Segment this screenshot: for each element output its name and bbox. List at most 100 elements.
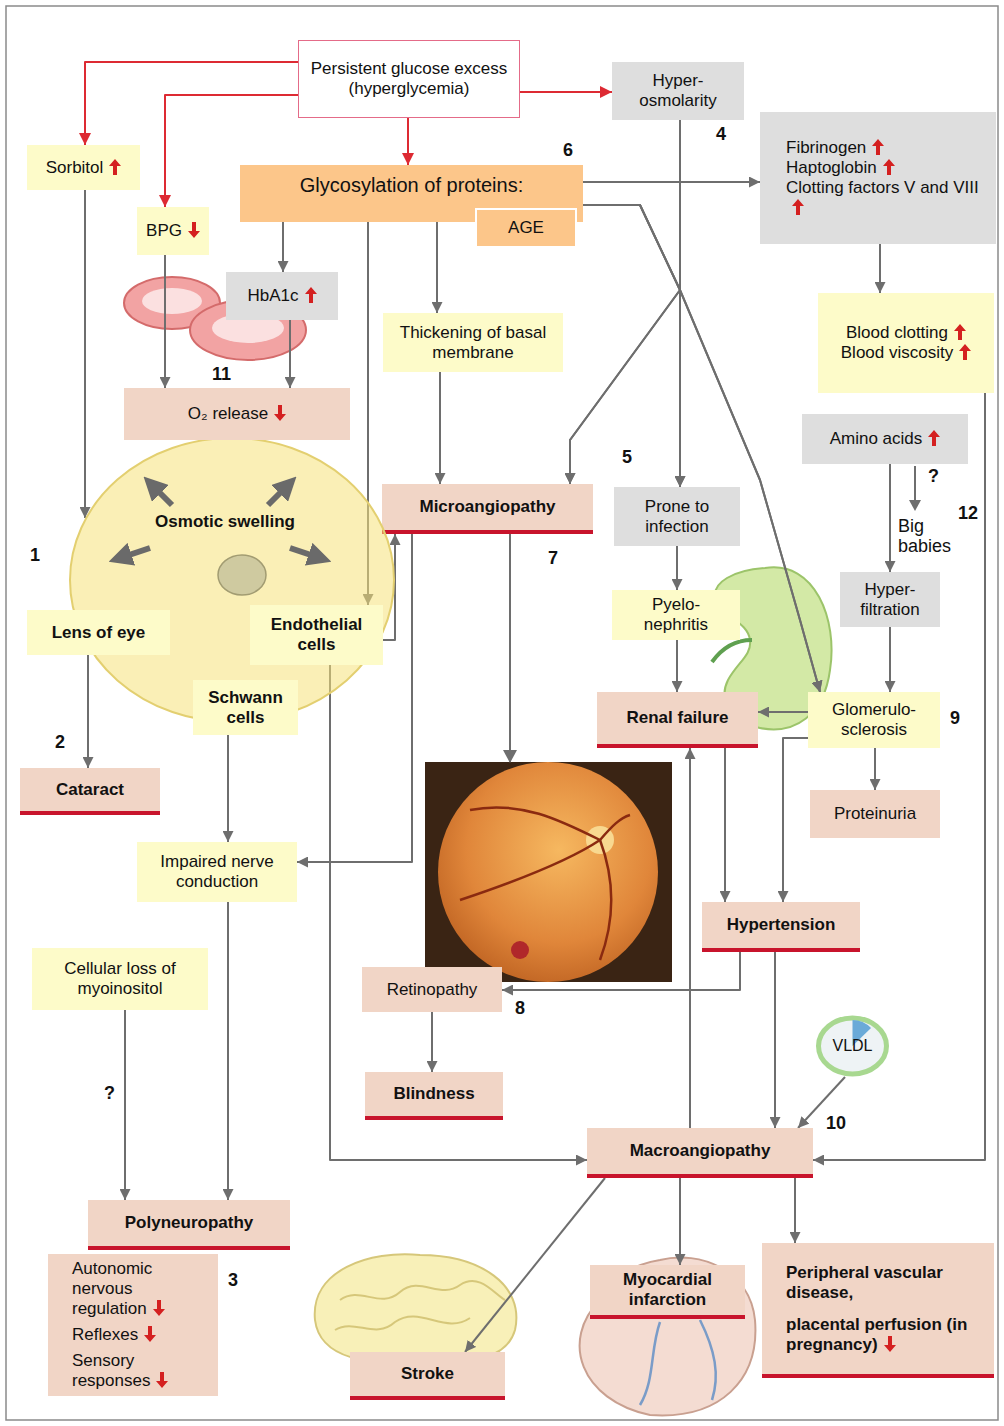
callout-number: ? xyxy=(928,466,939,486)
connectors xyxy=(85,62,985,1352)
arrow-shape xyxy=(156,1372,168,1388)
text-line: Sorbitol xyxy=(35,158,132,178)
cause-box: Persistent glucose excess (hyperglycemia… xyxy=(298,40,520,118)
text-line: Haptoglobin xyxy=(786,158,988,178)
connector-arrow xyxy=(289,320,291,388)
text-line: Renal failure xyxy=(605,708,750,728)
text-line: Impaired nerve conduction xyxy=(145,852,289,892)
cell-shape: Osmotic swellingLens of eyeEndothelial c… xyxy=(20,440,400,740)
effect-box: FibrinogenHaptoglobinClotting factors V … xyxy=(760,112,996,244)
node-text: Glomerulo- sclerosis xyxy=(832,700,916,739)
connector-arrow xyxy=(436,222,438,313)
text-line: Clotting factors V and VIII xyxy=(786,178,988,218)
process-box: AGE xyxy=(475,208,577,248)
text-line: Macroangiopathy xyxy=(595,1141,805,1161)
lipoprotein-circle xyxy=(819,1018,887,1074)
text-line: Stroke xyxy=(358,1364,497,1384)
text-line: Schwann cells xyxy=(201,688,290,728)
decrease-arrow xyxy=(188,222,200,238)
node-text: placental perfusion (in pregnancy) xyxy=(786,1315,967,1354)
connector-arrow xyxy=(407,118,409,165)
complication-box: Polyneuropathy xyxy=(88,1200,290,1250)
brain-fold xyxy=(340,1281,505,1300)
pointer-head xyxy=(909,500,921,511)
node-text: Amino acids xyxy=(830,429,923,448)
outcome-box: Autonomic nervous regulationReflexesSens… xyxy=(48,1254,218,1396)
text-line: Cellular loss of myoinositol xyxy=(40,959,200,999)
text-line: Thickening of basal membrane xyxy=(391,323,555,363)
increase-arrow xyxy=(872,139,884,155)
text-line: Proteinuria xyxy=(818,804,932,824)
text-line: Sensory responses xyxy=(72,1351,210,1391)
ureter xyxy=(712,640,752,662)
text-line: placental perfusion (in pregnancy) xyxy=(786,1315,986,1355)
brain xyxy=(315,1254,517,1362)
node-text: Cellular loss of myoinositol xyxy=(64,959,176,998)
connector-arrow xyxy=(570,120,680,484)
brain-illustration xyxy=(315,1254,517,1362)
connector-arrow xyxy=(124,1010,126,1200)
connector-arrow xyxy=(85,62,298,145)
node-text: Stroke xyxy=(401,1364,454,1383)
connector-arrow xyxy=(439,372,441,484)
node-text: Lens of eye xyxy=(52,623,146,642)
brain-fold xyxy=(335,1317,470,1330)
callout-number: 4 xyxy=(716,124,726,144)
text-line: Hyper- osmolarity xyxy=(620,71,736,111)
connector-arrow xyxy=(774,952,776,1128)
connector-arrow xyxy=(583,181,760,183)
node-text: O₂ release xyxy=(188,404,268,423)
connector-arrow xyxy=(783,738,808,902)
arrow-shape xyxy=(954,324,966,340)
text-line: Fibrinogen xyxy=(786,138,988,158)
heart xyxy=(580,1258,756,1416)
retina xyxy=(438,762,658,982)
frame xyxy=(6,6,998,1420)
arrow-shape xyxy=(884,1336,896,1352)
callout-number: 1 xyxy=(30,545,40,565)
connector-arrow xyxy=(164,255,166,388)
connector-arrow xyxy=(465,1178,605,1352)
callout-number: 10 xyxy=(826,1113,846,1133)
node-text: Fibrinogen xyxy=(786,138,866,157)
connector-arrow xyxy=(889,464,891,572)
decrease-arrow xyxy=(144,1326,156,1342)
text-line: Cataract xyxy=(28,780,152,800)
effect-box: Blood clottingBlood viscosity xyxy=(818,293,994,393)
connector-arrow xyxy=(889,627,891,692)
callout-number: 12 xyxy=(958,503,978,523)
connector-arrow xyxy=(87,655,89,768)
text-line: VLDL xyxy=(832,1036,872,1056)
text-line: Peripheral vascular disease, xyxy=(786,1263,986,1303)
node-text: Pyelo- nephritis xyxy=(644,595,708,634)
tissue-box: Schwann cells xyxy=(193,680,298,735)
connector-arrow xyxy=(813,393,985,1160)
outcome-box: Retinopathy xyxy=(362,967,502,1012)
text-line: Polyneuropathy xyxy=(96,1213,282,1233)
increase-arrow xyxy=(305,287,317,303)
text-line: Lens of eye xyxy=(35,623,162,643)
node-text: HbA1c xyxy=(247,286,298,305)
complication-box: Microangiopathy xyxy=(382,484,593,534)
node-text: Prone to infection xyxy=(645,497,709,536)
complication-box: Blindness xyxy=(365,1072,503,1120)
connector-arrow xyxy=(874,748,876,790)
heart-vessel xyxy=(640,1322,660,1405)
text-line: Reflexes xyxy=(72,1325,210,1345)
node-text: AGE xyxy=(508,218,544,237)
effect-box: Amino acids xyxy=(802,414,968,464)
text-line: O₂ release xyxy=(132,404,342,424)
complication-box: Hypertension xyxy=(702,902,860,952)
node-text: Thickening of basal membrane xyxy=(400,323,546,362)
node-text: Blindness xyxy=(393,1084,474,1103)
node-text: Persistent glucose excess (hyperglycemia… xyxy=(311,59,508,98)
hemorrhage xyxy=(511,941,529,959)
text-line: BPG xyxy=(145,221,201,241)
node-text: Schwann cells xyxy=(208,688,283,727)
text-line: Autonomic nervous regulation xyxy=(72,1259,210,1319)
decrease-arrow xyxy=(156,1372,168,1388)
process-box: Thickening of basal membrane xyxy=(383,313,563,372)
connector-arrow xyxy=(676,546,678,590)
retinal-vessel xyxy=(470,807,600,840)
